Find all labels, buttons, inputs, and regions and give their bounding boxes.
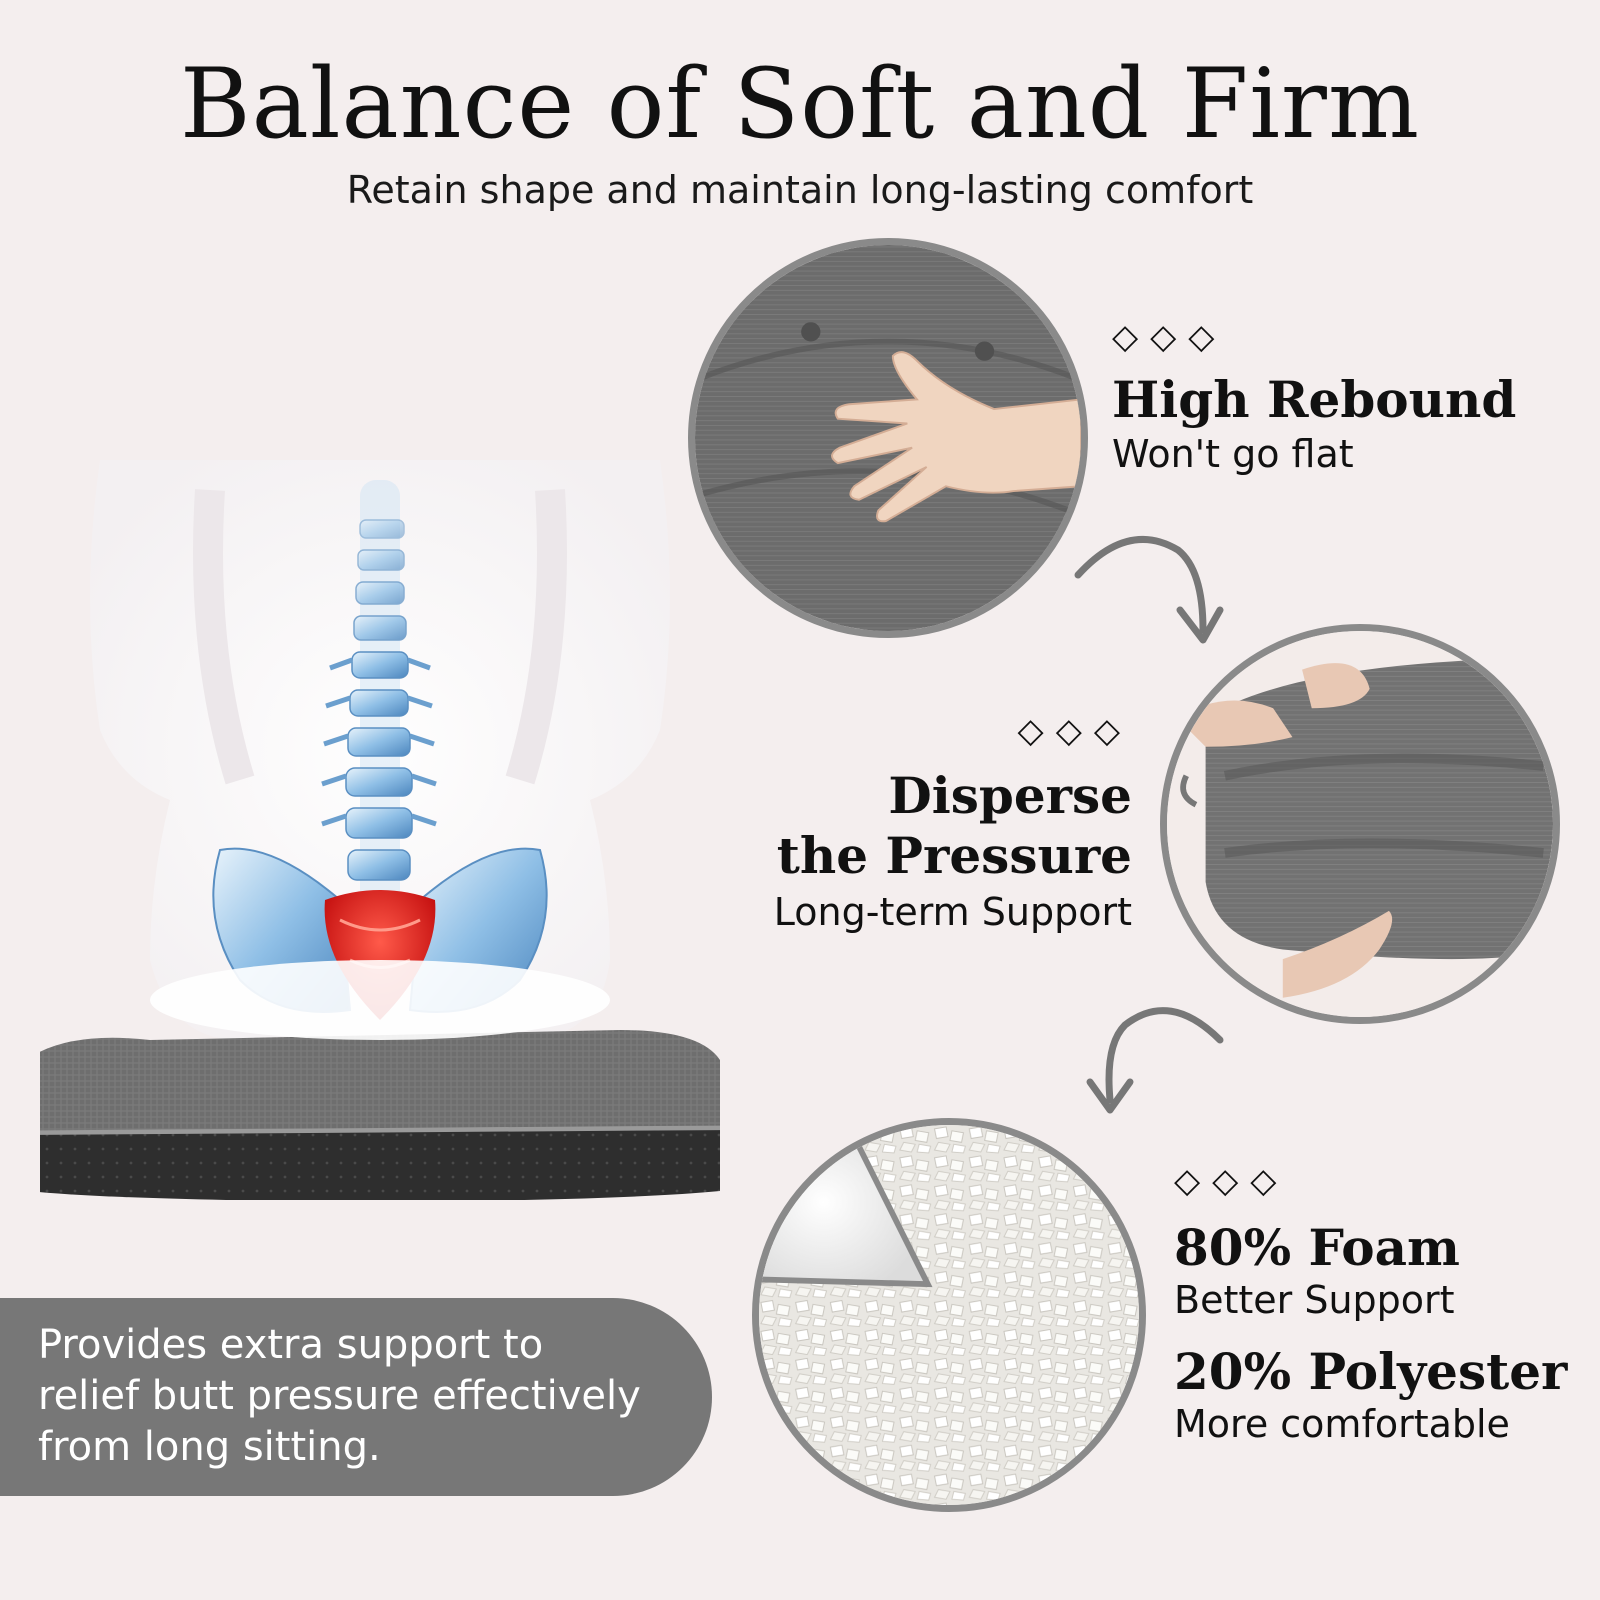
polyester-description: More comfortable [1174,1401,1510,1446]
pressure-relief-callout: Provides extra support to relief butt pr… [0,1298,712,1496]
foam-polyester-illustration [759,1125,1139,1505]
feature-high-rebound: ◇◇◇ High Rebound Won't go flat [1112,320,1572,478]
foam-description: Better Support [1174,1278,1455,1322]
feature-description: Long-term Support [773,890,1132,934]
disperse-pressure-image [1160,624,1560,1024]
polyester-heading: 20% Polyester [1174,1341,1568,1401]
feature-heading-line1: Disperse [888,766,1132,825]
foam-heading: 80% Foam [1174,1218,1460,1277]
spine-cushion-illustration [40,460,720,1200]
page-subtitle: Retain shape and maintain long-lasting c… [346,168,1254,212]
diamond-icons: ◇◇◇ [1112,317,1227,357]
curved-arrow-1 [1074,535,1224,644]
callout-line-2: relief butt pressure effectively [38,1373,641,1419]
filling-image [752,1118,1146,1512]
feature-heading: High Rebound [1112,370,1517,429]
curved-arrow-2 [1086,1007,1224,1114]
page-title: Balance of Soft and Firm [180,48,1420,160]
diamond-icons: ◇◇◇ [1174,1161,1289,1201]
diamond-icons: ◇◇◇ [1017,711,1132,751]
callout-line-1: Provides extra support to [38,1322,544,1368]
seat-cushion [40,1030,720,1200]
feature-filling: ◇◇◇ 80% Foam Better Support 20% Polyeste… [1174,1164,1594,1447]
feature-heading-line2: the Pressure [776,826,1132,885]
high-rebound-image [688,238,1088,638]
callout-line-3: from long sitting. [38,1424,381,1470]
feature-disperse-pressure: ◇◇◇ Disperse the Pressure Long-term Supp… [700,714,1132,936]
feature-description: Won't go flat [1112,432,1354,476]
hand-press-illustration [695,245,1081,631]
cushion-squeeze-illustration [1167,631,1553,1017]
spine [321,480,437,920]
